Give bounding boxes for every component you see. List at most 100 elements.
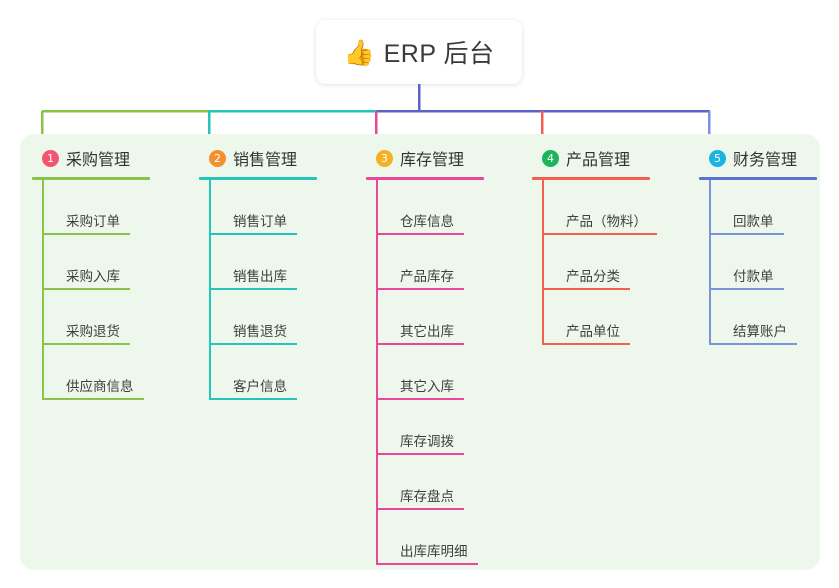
leaf-label: 产品单位 [566, 324, 620, 339]
leaf-rule [42, 288, 130, 290]
leaf-rule [376, 563, 478, 565]
column-rule-5 [699, 177, 817, 180]
column-title-2: 销售管理 [233, 152, 298, 169]
leaf-item[interactable]: 付款单 [709, 235, 839, 290]
leaf-rule [376, 233, 464, 235]
column-spine-4 [542, 180, 544, 345]
leaf-rule [376, 288, 464, 290]
leaf-item[interactable]: 其它出库 [376, 290, 516, 345]
leaf-item[interactable]: 产品单位 [542, 290, 682, 345]
column-header-5[interactable]: 5 财务管理 [699, 145, 839, 171]
leaf-label: 产品分类 [566, 269, 620, 284]
leaf-item[interactable]: 库存调拨 [376, 400, 516, 455]
column-header-2[interactable]: 2 销售管理 [199, 145, 349, 171]
leaf-item[interactable]: 销售订单 [209, 180, 349, 235]
leaf-rule [376, 398, 464, 400]
column-rule-3 [366, 177, 484, 180]
column-title-1: 采购管理 [66, 152, 131, 169]
leaf-label: 出库库明细 [400, 544, 468, 559]
leaf-label: 付款单 [733, 269, 774, 284]
column-spine-1 [42, 180, 44, 400]
leaf-label: 库存盘点 [400, 489, 454, 504]
leaf-label: 回款单 [733, 214, 774, 229]
leaf-rule [542, 288, 630, 290]
leaf-label: 销售出库 [233, 269, 287, 284]
leaf-rule [209, 343, 297, 345]
column-spine-5 [709, 180, 711, 345]
column-badge-2: 2 [209, 149, 226, 167]
leaf-label: 产品（物料） [566, 214, 647, 229]
column-badge-5: 5 [709, 149, 726, 167]
leaf-item[interactable]: 产品（物料） [542, 180, 682, 235]
leaf-label: 销售订单 [233, 214, 287, 229]
column-title-5: 财务管理 [733, 152, 798, 169]
leaf-item[interactable]: 产品分类 [542, 235, 682, 290]
column-5: 5 财务管理回款单付款单结算账户 [699, 145, 839, 345]
thumbs-up-icon: 👍 [343, 38, 375, 67]
leaf-label: 其它入库 [400, 379, 454, 394]
column-rule-1 [32, 177, 150, 180]
leaf-rule [542, 343, 630, 345]
leaf-rule [42, 233, 130, 235]
leaf-rule [209, 288, 297, 290]
column-rule-2 [199, 177, 317, 180]
column-spine-2 [209, 180, 211, 400]
column-1: 1 采购管理采购订单采购入库采购退货供应商信息 [32, 145, 182, 400]
leaf-label: 采购订单 [66, 214, 120, 229]
column-title-3: 库存管理 [400, 152, 465, 169]
children-panel [20, 134, 820, 570]
column-4: 4 产品管理产品（物料） 产品分类产品单位 [532, 145, 682, 345]
leaf-label: 库存调拨 [400, 434, 454, 449]
leaf-item[interactable]: 供应商信息 [42, 345, 182, 400]
leaf-label: 采购入库 [66, 269, 120, 284]
leaf-item[interactable]: 销售出库 [209, 235, 349, 290]
leaf-label: 结算账户 [733, 324, 787, 339]
leaf-label: 供应商信息 [66, 379, 134, 394]
column-badge-4: 4 [542, 149, 559, 167]
column-2: 2 销售管理销售订单销售出库销售退货客户信息 [199, 145, 349, 400]
leaf-item[interactable]: 仓库信息 [376, 180, 516, 235]
column-children-2: 销售订单销售出库销售退货客户信息 [199, 180, 349, 400]
leaf-rule [209, 398, 297, 400]
column-children-3: 仓库信息产品库存其它出库其它入库库存调拨库存盘点出库库明细 [366, 180, 516, 565]
column-spine-3 [376, 180, 378, 565]
leaf-rule [542, 233, 657, 235]
leaf-rule [709, 343, 797, 345]
leaf-item[interactable]: 库存盘点 [376, 455, 516, 510]
leaf-rule [376, 343, 464, 345]
leaf-item[interactable]: 其它入库 [376, 345, 516, 400]
leaf-item[interactable]: 销售退货 [209, 290, 349, 345]
leaf-rule [209, 233, 297, 235]
leaf-item[interactable]: 回款单 [709, 180, 839, 235]
column-children-4: 产品（物料） 产品分类产品单位 [532, 180, 682, 345]
leaf-rule [42, 343, 130, 345]
leaf-item[interactable]: 出库库明细 [376, 510, 516, 565]
column-header-4[interactable]: 4 产品管理 [532, 145, 682, 171]
leaf-item[interactable]: 采购订单 [42, 180, 182, 235]
leaf-rule [376, 453, 464, 455]
root-title: ERP 后台 [383, 40, 495, 68]
leaf-label: 产品库存 [400, 269, 454, 284]
column-title-4: 产品管理 [566, 152, 631, 169]
column-header-1[interactable]: 1 采购管理 [32, 145, 182, 171]
column-badge-1: 1 [42, 149, 59, 167]
leaf-label: 仓库信息 [400, 214, 454, 229]
column-children-5: 回款单付款单结算账户 [699, 180, 839, 345]
leaf-item[interactable]: 产品库存 [376, 235, 516, 290]
column-children-1: 采购订单采购入库采购退货供应商信息 [32, 180, 182, 400]
leaf-item[interactable]: 结算账户 [709, 290, 839, 345]
leaf-rule [376, 508, 464, 510]
leaf-rule [709, 233, 784, 235]
leaf-label: 其它出库 [400, 324, 454, 339]
leaf-item[interactable]: 客户信息 [209, 345, 349, 400]
leaf-item[interactable]: 采购入库 [42, 235, 182, 290]
leaf-rule [709, 288, 784, 290]
leaf-label: 客户信息 [233, 379, 287, 394]
leaf-rule [42, 398, 144, 400]
leaf-label: 销售退货 [233, 324, 287, 339]
leaf-item[interactable]: 采购退货 [42, 290, 182, 345]
column-rule-4 [532, 177, 650, 180]
root-node[interactable]: 👍 ERP 后台 [316, 20, 522, 84]
